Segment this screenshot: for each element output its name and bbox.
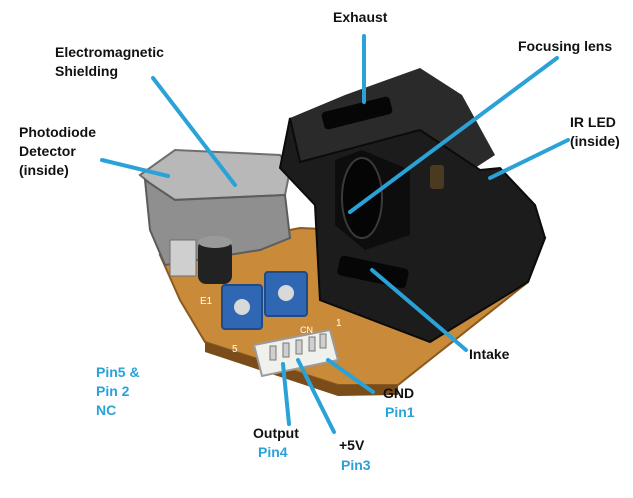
label-ir-led: IR LED (inside): [570, 114, 620, 149]
label-pin1: Pin1: [385, 404, 415, 420]
label-plus5v: +5V: [339, 437, 365, 453]
connector-pin: [269, 345, 277, 361]
leader-photodiode: [100, 158, 170, 178]
connector-pin: [319, 333, 327, 349]
label-intake: Intake: [469, 346, 510, 362]
label-pin-nc: Pin5 & Pin 2 NC: [96, 364, 140, 418]
label-output: Output: [253, 425, 299, 441]
leader-output: [281, 362, 291, 426]
leader-ir-led: [488, 138, 570, 180]
label-em-shielding: Electromagnetic Shielding: [55, 44, 164, 79]
label-pin4: Pin4: [258, 444, 288, 460]
label-gnd: GND: [383, 385, 415, 401]
label-focusing-lens: Focusing lens: [518, 38, 613, 54]
leader-plus5v: [296, 358, 336, 434]
shielding-tab: [169, 239, 197, 277]
connector-pin: [308, 336, 316, 352]
silk-five: 5: [232, 344, 238, 355]
silk-one: 1: [336, 318, 342, 329]
leader-focusing-lens: [348, 56, 559, 214]
label-exhaust: Exhaust: [333, 9, 388, 25]
ir-led-window: [430, 165, 444, 189]
exhaust-slot: [321, 96, 393, 130]
connector-pin: [295, 339, 303, 355]
capacitor: [198, 240, 232, 284]
silk-cn: CN: [300, 325, 313, 335]
pot-right-knob: [278, 285, 294, 301]
silk-e1: E1: [200, 296, 213, 307]
pcb-edge: [205, 342, 398, 396]
label-photodiode: Photodiode Detector (inside): [19, 124, 96, 178]
connector-pin: [282, 342, 290, 358]
label-pin3: Pin3: [341, 457, 371, 473]
leader-gnd: [326, 358, 375, 394]
focusing-lens-shape: [341, 157, 383, 239]
capacitor-top: [198, 236, 232, 248]
leader-em-shielding: [151, 76, 237, 187]
connector-pins: [269, 333, 327, 361]
leader-intake: [370, 268, 468, 352]
pot-left-knob: [234, 299, 250, 315]
